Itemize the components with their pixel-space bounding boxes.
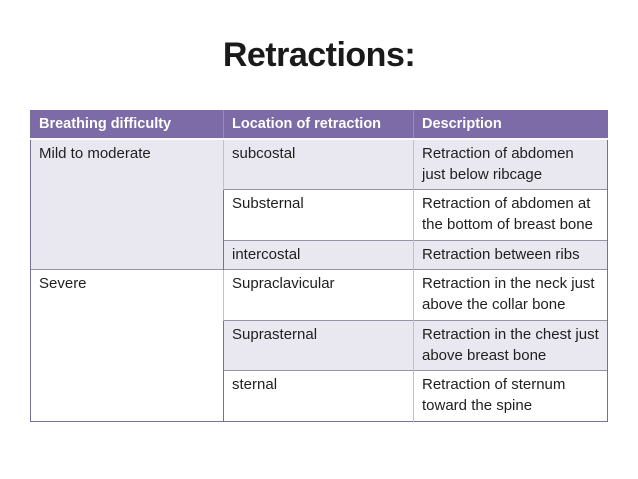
cell-description-supraclavicular: Retraction in the neck just above the co… bbox=[413, 269, 608, 321]
column-header-location-of-retraction: Location of retraction bbox=[223, 110, 414, 140]
cell-description-substernal: Retraction of abdomen at the bottom of b… bbox=[413, 189, 608, 241]
table-row: Mild to moderate subcostal Retraction of… bbox=[30, 139, 608, 270]
column-header-description: Description bbox=[413, 110, 608, 140]
slide-title: Retractions: bbox=[222, 36, 416, 74]
cell-location-suprasternal: Suprasternal bbox=[223, 319, 414, 371]
table-row: sternal Retraction of sternum toward the… bbox=[31, 370, 608, 422]
cell-difficulty-mild-to-moderate: Mild to moderate bbox=[30, 139, 224, 270]
cell-location-substernal: Substernal bbox=[223, 189, 414, 241]
cell-location-supraclavicular: Supraclavicular bbox=[223, 269, 414, 321]
cell-description-intercostal: Retraction between ribs bbox=[413, 239, 608, 270]
cell-location-intercostal: intercostal bbox=[223, 239, 414, 270]
cell-location-sternal: sternal bbox=[223, 370, 414, 422]
retractions-table: Breathing difficulty Location of retract… bbox=[30, 110, 608, 422]
table-header-row: Breathing difficulty Location of retract… bbox=[30, 110, 608, 140]
table-row: Severe Supraclavicular Retraction in the… bbox=[30, 269, 608, 422]
table-row: Suprasternal Retraction in the chest jus… bbox=[31, 319, 608, 371]
table-row: Substernal Retraction of abdomen at the … bbox=[31, 189, 608, 241]
column-header-breathing-difficulty: Breathing difficulty bbox=[30, 110, 224, 140]
cell-description-suprasternal: Retraction in the chest just above breas… bbox=[413, 319, 608, 371]
table-row: intercostal Retraction between ribs bbox=[31, 239, 608, 270]
cell-description-subcostal: Retraction of abdomen just below ribcage bbox=[413, 139, 608, 190]
cell-description-sternal: Retraction of sternum toward the spine bbox=[413, 370, 608, 422]
cell-difficulty-severe: Severe bbox=[30, 269, 224, 422]
cell-location-subcostal: subcostal bbox=[223, 139, 414, 190]
